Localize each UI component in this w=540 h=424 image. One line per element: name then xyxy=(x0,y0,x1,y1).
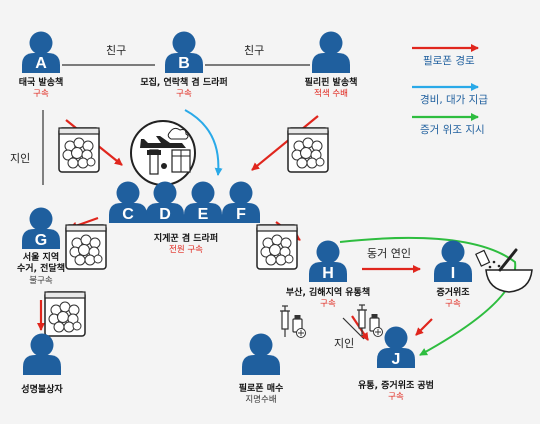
relation-label-hj: 지인 xyxy=(334,337,355,350)
person-b-name: 모집, 연락책 겸 드라퍼 xyxy=(140,78,228,88)
person-buyer1-icon xyxy=(23,333,61,375)
syringe-icon xyxy=(279,305,307,339)
evidence-arrow-h-to-j xyxy=(339,236,517,356)
relation-label-bph: 친구 xyxy=(244,44,265,57)
person-g-letter: G xyxy=(35,232,47,249)
person-g-label: 서울 지역 수거, 전달책 불구속 xyxy=(2,253,80,286)
person-ph-label: 필리핀 발송책 적색 수배 xyxy=(296,78,366,100)
person-b-label: 모집, 연락책 겸 드라퍼 구속 xyxy=(124,78,244,100)
person-i-name: 증거위조 xyxy=(436,288,470,298)
person-j-label: 유통, 증거위조 공범 구속 xyxy=(346,381,446,403)
meth-bag-icon xyxy=(44,291,86,337)
person-h-letter: H xyxy=(322,265,334,282)
person-f-letter: F xyxy=(236,206,246,223)
person-g-status: 불구속 xyxy=(29,275,53,286)
person-a-label: 태국 발송책 구속 xyxy=(6,78,76,100)
person-ph-status: 적색 수배 xyxy=(314,89,348,100)
person-c-letter: C xyxy=(122,206,134,223)
relation-label-ag: 지인 xyxy=(10,152,31,165)
person-b-status: 구속 xyxy=(176,89,192,100)
meth-bag-icon xyxy=(58,127,100,173)
relation-line-hj xyxy=(342,317,365,340)
group-cdef-label: 지게꾼 겸 드라퍼 전원 구속 xyxy=(134,234,238,256)
buyer2-label: 필로폰 매수 지명수배 xyxy=(226,384,296,406)
legend-label-meth: 필로폰 경로 xyxy=(423,55,475,67)
mortar-pestle-icon xyxy=(475,248,533,293)
person-i-label: 증거위조 구속 xyxy=(418,288,488,310)
relation-label-ab: 친구 xyxy=(106,44,127,57)
person-a-letter: A xyxy=(35,55,47,72)
person-j-status: 구속 xyxy=(388,392,404,403)
person-g-name-line1: 서울 지역 xyxy=(22,253,60,263)
airport-icon xyxy=(130,120,196,186)
person-h-status: 구속 xyxy=(320,299,336,310)
person-ph-icon xyxy=(312,31,350,73)
person-h-name: 부산, 김해지역 유통책 xyxy=(285,288,371,298)
person-b-letter: B xyxy=(178,55,190,72)
meth-arrow-i-to-j xyxy=(415,318,433,336)
meth-bag-icon xyxy=(287,127,329,173)
person-g-name-line2: 수거, 전달책 xyxy=(17,264,65,275)
person-buyer2-icon xyxy=(242,333,280,375)
person-a-status: 구속 xyxy=(33,89,49,100)
legend-label-evidence: 증거 위조 지시 xyxy=(420,124,485,136)
buyer2-name: 필로폰 매수 xyxy=(238,384,284,394)
person-e-letter: E xyxy=(198,206,209,223)
person-j-letter: J xyxy=(392,351,401,368)
buyer2-status: 지명수배 xyxy=(245,395,277,406)
buyer1-name: 성명불상자 xyxy=(21,385,63,395)
buyer1-label: 성명불상자 xyxy=(7,385,77,396)
person-ph-name: 필리핀 발송책 xyxy=(304,78,358,88)
group-cdef-name: 지게꾼 겸 드라퍼 xyxy=(153,234,219,244)
person-a-name: 태국 발송책 xyxy=(18,78,64,88)
group-cdef-status: 전원 구속 xyxy=(169,245,203,256)
person-j-name: 유통, 증거위조 공범 xyxy=(358,381,434,391)
legend-label-payment: 경비, 대가 지급 xyxy=(420,94,488,106)
person-i-status: 구속 xyxy=(445,299,461,310)
person-i-letter: I xyxy=(451,265,455,282)
meth-arrow-ph-to-cdef xyxy=(251,115,319,171)
person-h-label: 부산, 김해지역 유통책 구속 xyxy=(273,288,383,310)
person-d-letter: D xyxy=(159,206,171,223)
meth-bag-icon xyxy=(256,224,298,270)
relation-label-hi: 동거 연인 xyxy=(367,247,411,260)
payment-arrow-b-to-cdef xyxy=(184,109,223,176)
